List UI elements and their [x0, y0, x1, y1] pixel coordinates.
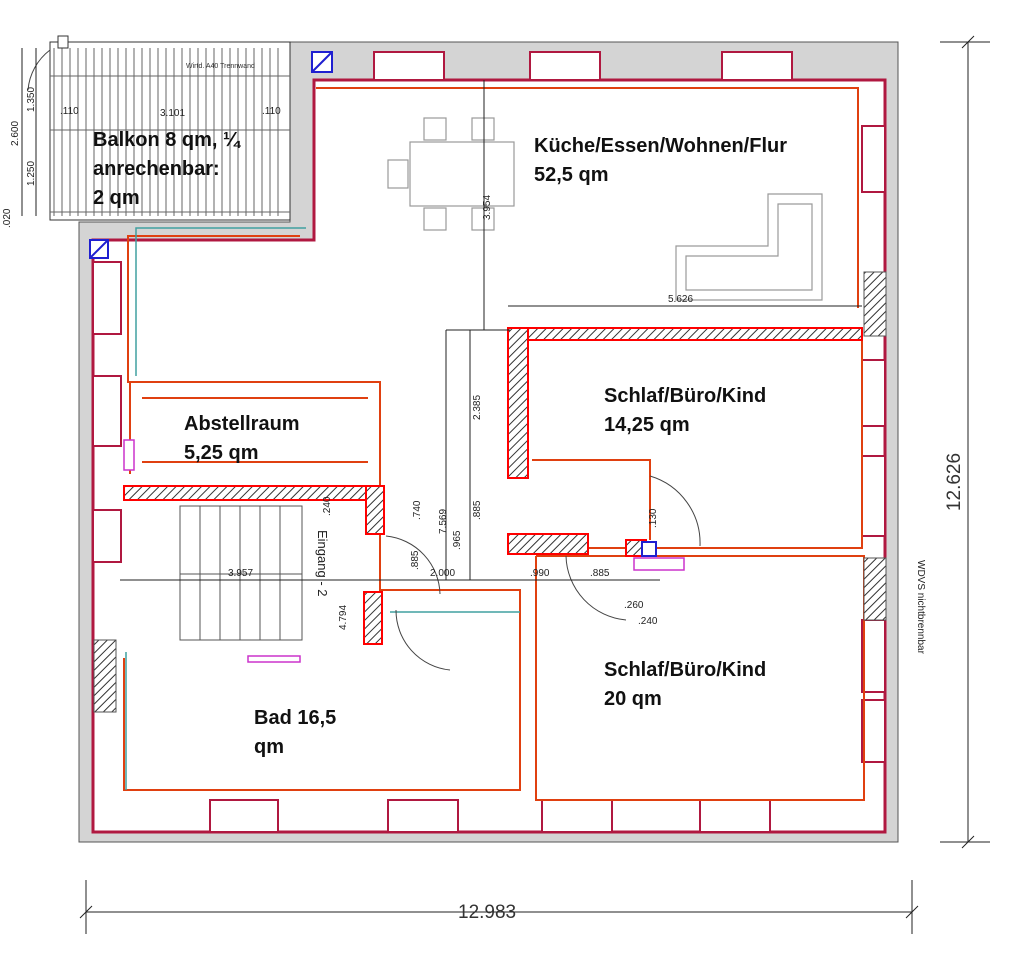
wall-hatched-right-1 [863, 271, 887, 337]
dim-4794: 4.794 [338, 605, 349, 630]
door-swing-eingang [385, 535, 441, 595]
furniture [387, 117, 823, 301]
dim-2600: 2.600 [10, 121, 21, 146]
window-right-4 [861, 619, 886, 693]
room-label-abstellraum: Abstellraum 5,25 qm [184, 413, 300, 464]
door-swings [27, 49, 701, 671]
balcony-railing [50, 48, 290, 216]
pipe-shaft-mid [641, 541, 657, 557]
balcony [49, 35, 291, 221]
dim-965: .965 [452, 530, 463, 550]
wdvs-note: WDVS nichtbrennbar [915, 560, 926, 655]
wall-hatched-abstell [123, 485, 381, 501]
dim-3954: 3.954 [482, 195, 493, 220]
dim-885a: .885 [472, 500, 483, 520]
wall-hatched-mid [507, 533, 589, 555]
dim-260: .260 [624, 600, 644, 611]
dim-240b: .240 [322, 496, 333, 516]
room-label-schlaf-1: Schlaf/Büro/Kind 14,25 qm [604, 385, 767, 436]
wall-hatched-right-2 [863, 557, 887, 621]
dim-110a: .110 [60, 106, 79, 117]
room-label-balkon: Balkon 8 qm, ¼ anrechenbar: 2 qm [93, 129, 240, 209]
wall-hatched-eingang-bottom [363, 591, 383, 645]
dim-3957: 3.957 [228, 568, 253, 579]
dim-740: .740 [412, 500, 423, 520]
balcony-outline [49, 41, 291, 221]
red-walls [93, 271, 887, 713]
dim-885b: .885 [410, 550, 421, 570]
stairs [179, 505, 303, 641]
dim-1350: 1.350 [26, 87, 37, 112]
window-bottom-2 [387, 799, 459, 833]
dimension-labels: 12.983 12.626 WDVS nichtbrennbar Eingang… [2, 63, 965, 923]
room-label-schlaf-2: Schlaf/Büro/Kind 20 qm [604, 659, 767, 710]
dim-130: .130 [648, 508, 659, 528]
door-swing-balkon [27, 49, 51, 91]
dim-2385: 2.385 [472, 395, 483, 420]
window-top-1 [373, 51, 445, 81]
door-swing-schlaf1 [649, 475, 701, 547]
door-swing-schlaf2 [565, 555, 627, 621]
pipe-shafts [89, 51, 657, 557]
window-bottom-3 [541, 799, 613, 833]
window-left-1 [92, 261, 122, 335]
wall-hatched-left [93, 639, 117, 713]
wall-hatched-vert [507, 327, 529, 479]
wirtd-note: Wirtd. A40 Trennwand [186, 63, 255, 70]
outer-wall-inner-edge [91, 78, 887, 834]
window-right-5 [861, 699, 886, 763]
sofa [675, 193, 823, 301]
dim-2000: 2.000 [430, 568, 455, 579]
window-top-2 [529, 51, 601, 81]
window-left-2 [92, 375, 122, 447]
window-bottom-4 [699, 799, 771, 833]
eingang-label: Eingang - 2 [315, 530, 330, 597]
dim-7569: 7.569 [438, 509, 449, 534]
balcony-corner-box [57, 35, 69, 49]
window-bottom-1 [209, 799, 279, 833]
total-height-label: 12.626 [944, 453, 965, 511]
window-left-3 [92, 509, 122, 563]
wall-hatched-eingang-top [365, 485, 385, 535]
wall-hatched-top [507, 327, 863, 341]
door-swing-bad [395, 609, 451, 671]
dimension-lines [21, 35, 990, 934]
dim-020: .020 [2, 208, 13, 228]
radiator-bad [247, 655, 301, 663]
window-right-1 [861, 125, 886, 193]
window-niches [92, 51, 886, 833]
dim-3101: 3.101 [160, 108, 185, 119]
dim-5626: 5.626 [668, 294, 693, 305]
radiators [123, 439, 685, 663]
dining-table [409, 141, 515, 207]
radiator-abstell [123, 439, 135, 471]
window-right-3 [861, 455, 886, 537]
room-label-bad: Bad 16,5 qm [254, 707, 337, 758]
dim-240a: .240 [638, 616, 658, 627]
room-label-kueche: Küche/Essen/Wohnen/Flur 52,5 qm [534, 135, 787, 186]
dim-885c: .885 [590, 568, 610, 579]
dim-1250: 1.250 [26, 161, 37, 186]
total-width-label: 12.983 [458, 902, 516, 923]
dim-990: .990 [530, 568, 550, 579]
dim-110b: .110 [262, 106, 281, 117]
radiator-schlaf [633, 557, 685, 571]
window-right-2 [861, 359, 886, 427]
window-top-3 [721, 51, 793, 81]
